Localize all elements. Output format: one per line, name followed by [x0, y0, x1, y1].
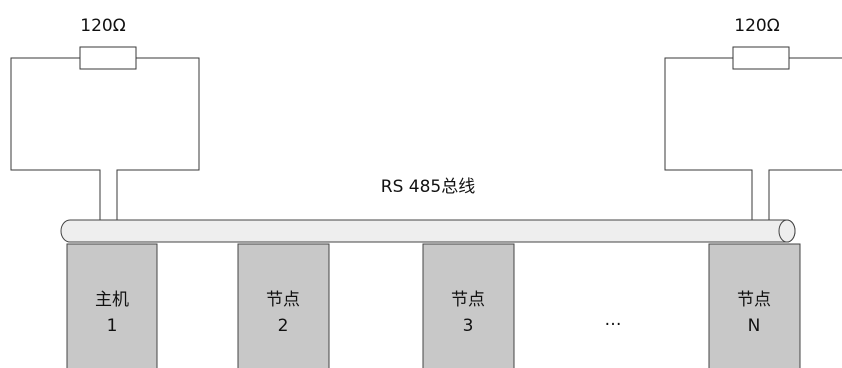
node-title: 节点 — [737, 290, 771, 310]
right-termination: 120Ω — [664, 16, 842, 222]
node-number: N — [748, 316, 761, 336]
rs485-bus — [60, 219, 796, 243]
node-n: 节点 N — [708, 243, 801, 368]
node-box — [422, 243, 515, 368]
node-2: 节点 2 — [237, 243, 330, 368]
node-box — [237, 243, 330, 368]
nodes-ellipsis: … — [605, 310, 622, 330]
right-termination-wire-inner — [768, 169, 842, 222]
left-resistor — [79, 46, 137, 70]
left-termination: 120Ω — [10, 16, 200, 222]
left-termination-wire-inner — [116, 57, 200, 222]
node-3: 节点 3 — [422, 243, 515, 368]
node-host-1: 主机 1 — [66, 243, 158, 368]
node-number: 2 — [278, 316, 289, 336]
node-box — [708, 243, 801, 368]
bus-label: RS 485总线 — [381, 177, 475, 197]
left-resistor-label: 120Ω — [80, 16, 125, 36]
node-title: 节点 — [451, 290, 485, 310]
node-number: 1 — [107, 316, 118, 336]
bus-cylinder-end — [778, 219, 796, 243]
node-title: 主机 — [95, 290, 129, 310]
right-resistor-label: 120Ω — [734, 16, 779, 36]
right-resistor — [732, 46, 790, 70]
node-title: 节点 — [266, 290, 300, 310]
bus-cylinder — [60, 219, 796, 243]
node-box — [66, 243, 158, 368]
right-termination-wire-outer — [664, 57, 753, 222]
left-termination-wire-outer — [10, 57, 101, 222]
node-number: 3 — [463, 316, 474, 336]
